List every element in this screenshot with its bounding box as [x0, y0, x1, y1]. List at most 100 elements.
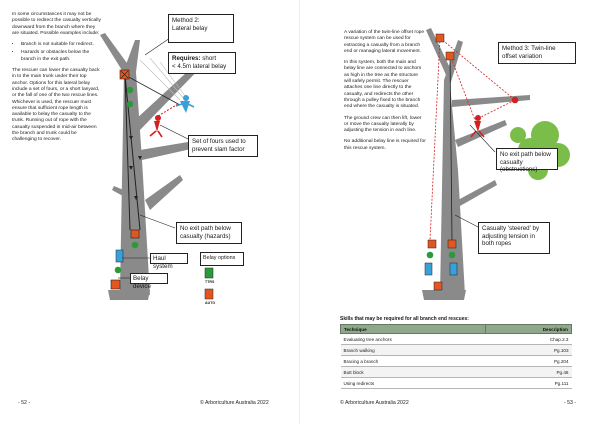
ground-anchor-icon — [433, 281, 443, 291]
left-page-number: - 52 - — [18, 400, 31, 406]
bullet-item: Hazards or obstacles below the branch in… — [21, 50, 102, 63]
skills-table-header-row: Technique Description — [340, 324, 573, 334]
technique-cell: Branch walking — [340, 344, 486, 356]
belay-device-label: Belay device — [130, 273, 168, 290]
requires-text-1: short — [202, 55, 217, 62]
haul-system-label: Haul system — [150, 253, 188, 270]
fan-line-3 — [159, 61, 189, 101]
set-of-fours-callout: Set of fours used to prevent slam factor — [188, 135, 258, 157]
belay-movement-dashed — [154, 103, 179, 119]
lower-anchor-icon — [427, 239, 437, 249]
no-exit-obstructions-callout: No exit path below casualty (obstruction… — [496, 148, 558, 173]
ttrs-label: TTRS — [205, 280, 215, 284]
method-3-callout: Method 3: Twin-line offset variation — [498, 42, 576, 64]
right-page: A variation of the twin-line offset rope… — [300, 0, 600, 424]
tree-branch-upper-left — [100, 33, 132, 80]
technique-cell: Butt block — [340, 366, 486, 378]
main-line-dashed — [429, 37, 441, 241]
col-header-description: Description — [484, 324, 573, 334]
table-row: Butt block Pg.46 — [340, 366, 572, 378]
haul-device-icon — [115, 249, 124, 263]
steered-callout: Casualty 'steered' by adjusting tension … — [478, 222, 550, 254]
paragraph-2: In this system, both the main and belay … — [344, 60, 422, 110]
belay-line-rope — [124, 74, 141, 231]
pulley-node-icon — [131, 241, 139, 249]
left-page: In some circumstances it may not be poss… — [0, 0, 300, 424]
lateral-belay-illustration — [100, 33, 231, 300]
pulley-redirect-icon — [511, 96, 519, 104]
tree-branch-small — [112, 186, 133, 200]
lower-anchor-icon — [130, 229, 140, 239]
skills-table-title: Skills that may be required for all bran… — [340, 316, 469, 322]
body-paragraph: The rescuer can lower the casualty back … — [12, 68, 100, 143]
top-anchor-icon — [445, 51, 455, 61]
table-row: Branch walking Pg.103 — [340, 344, 572, 356]
tree-stump — [422, 290, 466, 300]
method-2-callout: Method 2: Lateral belay — [168, 14, 234, 43]
technique-cell: Using redirects — [340, 377, 486, 389]
haul-device-icon — [449, 262, 458, 276]
casualty-figure-icon — [470, 115, 485, 138]
twin-line-illustration — [422, 28, 570, 300]
right-page-number: - 53 - — [564, 400, 577, 406]
tree-branch-right — [452, 95, 530, 107]
tree-branch-upper-left — [426, 28, 450, 75]
right-footer-credit: © Arboriculture Australia 2022 — [340, 400, 409, 406]
skills-table: Technique Description Evaluating tree an… — [340, 324, 573, 389]
pulley-node-icon — [426, 251, 434, 259]
technique-cell: Bracing a branch — [340, 355, 486, 367]
pulley-node-icon — [126, 86, 134, 94]
pulley-node-icon — [448, 251, 456, 259]
tree-branch-stub — [458, 180, 497, 206]
rescuer-figure-icon — [175, 95, 195, 113]
tree-trunk — [440, 40, 465, 295]
fan-line-2 — [149, 57, 186, 101]
casualty-figure-icon — [149, 115, 163, 138]
right-text-column: A variation of the twin-line offset rope… — [344, 30, 426, 157]
belay-line-rope — [449, 54, 453, 241]
lower-anchor-icon — [447, 239, 457, 249]
lateral-rope — [124, 74, 181, 106]
haul-device-icon — [424, 262, 433, 276]
tree-stump — [108, 290, 150, 300]
pulley-node-icon — [126, 100, 134, 108]
fan-line-1 — [139, 59, 181, 101]
paragraph-3: The ground crew can then lift, lower or … — [344, 115, 422, 134]
left-footer-credit: © Arboriculture Australia 2022 — [200, 400, 269, 406]
method-3-line2: offset variation — [502, 52, 543, 60]
auto-label: AUTO — [205, 301, 216, 305]
no-exit-hazards-callout: No exit path below casualty (hazards) — [176, 222, 242, 244]
main-line-rope — [124, 74, 131, 231]
top-anchor-icon — [435, 33, 445, 43]
belay-options-title: Belay options — [200, 252, 244, 266]
ref-cell: Pg.204 — [485, 355, 572, 367]
tree-branch-right — [135, 60, 204, 130]
table-row: Bracing a branch Pg.204 — [340, 355, 572, 367]
method-3-line1: Method 3: Twin-line — [502, 45, 556, 52]
paragraph-1: A variation of the twin-line offset rope… — [344, 30, 425, 54]
intro-paragraph: In some circumstances it may not be poss… — [12, 12, 101, 36]
bullet-list: Branch is not suitable for redirect. Haz… — [12, 42, 102, 63]
belay-anchor-icon — [110, 279, 121, 290]
method-title-line2: Lateral belay — [172, 24, 208, 32]
ttrs-device-icon — [204, 267, 214, 279]
technique-cell: Evaluating tree anchors — [340, 333, 486, 345]
pulley-node-icon — [114, 266, 122, 274]
requires-text-2: < 4.5m lateral belay — [172, 62, 227, 70]
table-row: Using redirects Pg.111 — [340, 377, 572, 389]
auto-device-icon — [204, 288, 214, 300]
ref-cell: Pg.111 — [485, 377, 572, 389]
left-text-column: In some circumstances it may not be poss… — [12, 12, 102, 149]
col-header-technique: Technique — [340, 324, 486, 334]
paragraph-4: No additional belay line is required for… — [344, 139, 426, 151]
method-title-line1: Method 2: — [172, 17, 200, 24]
ref-cell: Chap.2.3 — [485, 333, 572, 345]
ref-cell: Pg.103 — [485, 344, 572, 356]
table-row: Evaluating tree anchors Chap.2.3 — [340, 333, 572, 345]
ref-cell: Pg.46 — [485, 366, 572, 378]
requires-callout: Requires: short < 4.5m lateral belay — [168, 52, 236, 74]
requires-label: Requires: — [172, 55, 201, 62]
bullet-item: Branch is not suitable for redirect. — [21, 42, 102, 48]
offset-rope-dashed — [439, 37, 516, 101]
tree-branch-stub — [145, 175, 183, 210]
